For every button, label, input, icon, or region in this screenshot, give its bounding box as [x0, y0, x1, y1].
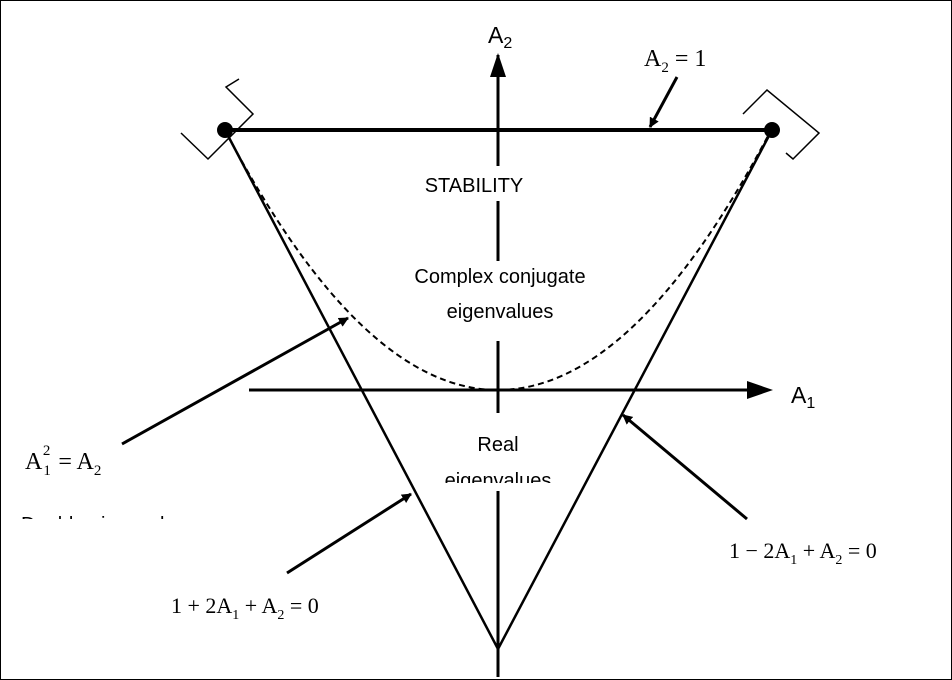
left-boundary-equation: 1 + 2A1 + A2 = 0: [171, 593, 319, 623]
a1-axis-label: A1: [791, 382, 815, 412]
real-eigenvalues-label-line2: eigenvalues: [445, 470, 552, 492]
left-corner-point: [217, 122, 233, 138]
parabola-eq-arrow: [121, 316, 349, 446]
top-eq-arrow: [648, 76, 679, 128]
left-line-eq-arrow: [286, 492, 412, 575]
stability-label: STABILITY: [425, 175, 524, 197]
left-boundary-line: [223, 129, 500, 650]
a2-axis-label: A2: [488, 22, 512, 52]
real-eigenvalues-clip: eigenvalues: [445, 470, 552, 492]
double-eigenvalue-clip: Double eigenvalue: [21, 514, 187, 536]
right-corner-bracket: [742, 88, 821, 161]
right-line-eq-arrow: [622, 413, 748, 521]
complex-eigenvalues-label-line2: eigenvalues: [447, 301, 554, 323]
top-boundary-equation: A2 = 1: [644, 46, 706, 76]
right-boundary-line: [496, 129, 774, 650]
right-boundary-equation: 1 − 2A1 + A2 = 0: [729, 538, 877, 568]
right-corner-point: [764, 122, 780, 138]
left-corner-bracket: [180, 78, 255, 161]
real-eigenvalues-label-line1: Real: [477, 434, 518, 456]
complex-eigenvalues-label-line1: Complex conjugate: [414, 266, 585, 288]
parabola-equation: A12 = A2: [25, 443, 101, 479]
a2-axis: [490, 53, 506, 677]
double-eigenvalue-label: Double eigenvalue: [21, 514, 187, 536]
